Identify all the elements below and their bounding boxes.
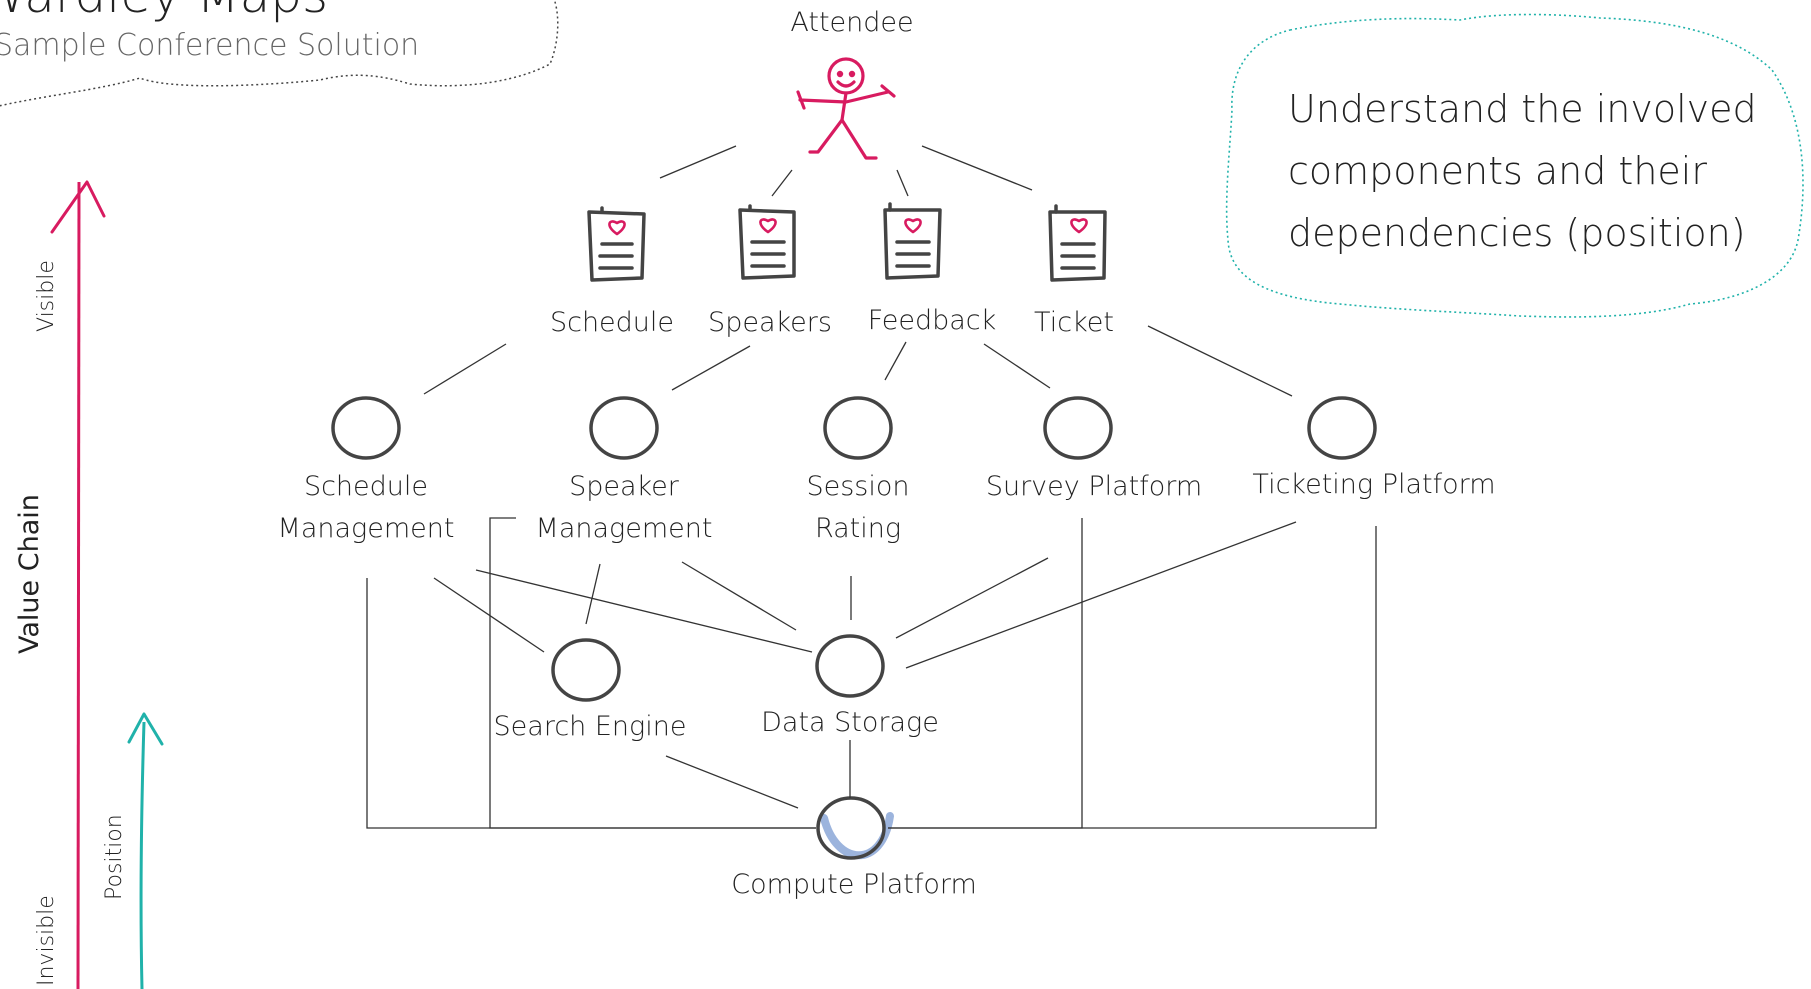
value-chain-axis [76,181,81,989]
component-circle [331,396,401,460]
component-circle [823,396,893,460]
document-heart-icon [883,202,942,280]
component-label-data-storage: Data Storage [761,707,939,738]
document-heart-icon [587,206,646,282]
component-circle [1307,396,1377,460]
component-label-schedule-management: Schedule Management [277,471,455,544]
document-heart-icon [1048,204,1107,282]
position-label: Position [102,814,127,900]
value-chain-label: Value Chain [14,494,45,654]
need-label-schedule: Schedule [549,307,675,338]
compute-highlight [820,812,894,860]
component-label-session-rating: Session Rating [806,471,910,544]
note-text: Understand the involved components and t… [1288,87,1757,255]
component-label-survey-platform: Survey Platform [985,471,1203,502]
need-label-feedback: Feedback [867,305,997,336]
component-circle [589,396,659,460]
stick-figure-icon [796,57,896,160]
visible-label: Visible [34,260,59,332]
need-label-speakers: Speakers [708,307,832,338]
document-heart-icon [738,204,796,280]
component-circle [551,638,621,702]
component-circle [816,796,886,860]
component-circle [815,634,885,698]
invisible-label: Invisible [34,895,59,986]
attendee-connectors [659,145,1033,197]
component-label-speaker-management: Speaker Management [535,471,713,544]
component-circle [1043,396,1113,460]
position-axis [139,721,146,989]
page-title: Wardley Maps [0,0,328,24]
component-connectors [366,517,1377,829]
need-label-ticket: Ticket [1034,307,1114,338]
component-label-search-engine: Search Engine [493,711,687,742]
need-connectors [423,325,1293,397]
actor-label: Attendee [790,7,914,38]
component-label-ticketing-platform: Ticketing Platform [1252,469,1496,500]
note-cloud [1225,13,1804,318]
component-label-compute-platform: Compute Platform [731,869,977,900]
page-subtitle: Sample Conference Solution [0,28,420,63]
value-chain-arrowhead [50,180,106,234]
title-cloud [0,0,559,107]
position-arrowhead [127,712,164,746]
